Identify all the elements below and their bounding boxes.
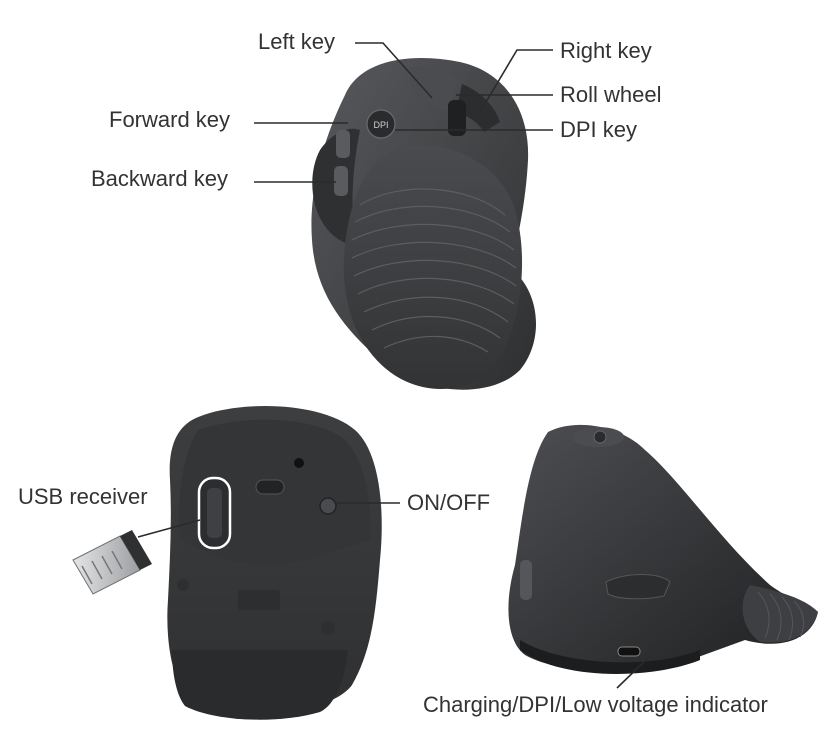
right-key-button <box>456 84 500 132</box>
leader-right-key <box>479 49 553 113</box>
mouse-palm-rest <box>343 145 523 390</box>
side-base <box>520 640 700 674</box>
reset-hole <box>294 458 304 468</box>
roll-wheel <box>448 100 466 136</box>
mouse-side-body <box>508 424 818 672</box>
usb-contacts <box>81 550 123 585</box>
label-charging-indicator: Charging/DPI/Low voltage indicator <box>423 692 768 717</box>
backward-key-button <box>334 166 348 196</box>
usb-receiver <box>72 530 152 595</box>
label-roll-wheel: Roll wheel <box>560 82 662 107</box>
on-off-switch <box>319 497 337 515</box>
label-usb-receiver: USB receiver <box>18 484 148 509</box>
bottom-foot-right <box>321 621 335 635</box>
bottom-foot-left <box>177 579 189 591</box>
texture-ridges <box>351 188 517 353</box>
leader-charging <box>616 655 651 689</box>
label-left-key: Left key <box>258 29 336 54</box>
label-dpi-key: DPI key <box>560 117 638 142</box>
side-texture-ridges <box>757 591 805 641</box>
forward-key-button <box>336 130 350 158</box>
mouse-top-view <box>311 58 537 390</box>
leader-lines <box>137 42 651 689</box>
label-forward-key: Forward key <box>109 107 231 132</box>
sensor-lens <box>255 479 285 495</box>
dpi-button-text: DPI <box>373 120 388 130</box>
label-right-key: Right key <box>560 38 652 63</box>
mouse-bottom-view <box>167 406 382 720</box>
left-key-button <box>410 65 458 112</box>
receiver-slot-inner <box>207 488 222 538</box>
label-backward-key: Backward key <box>91 166 228 191</box>
side-forward-button <box>520 560 532 600</box>
dpi-button <box>366 109 396 139</box>
mouse-side-view <box>508 424 818 674</box>
bottom-foot-pad <box>172 650 348 720</box>
side-thumb-button <box>605 574 671 600</box>
leader-usb-receiver <box>137 519 201 538</box>
label-on-off: ON/OFF <box>407 490 491 515</box>
bottom-latch <box>238 590 280 610</box>
leader-left-key <box>355 42 433 99</box>
charging-port <box>617 646 641 657</box>
side-dpi-button <box>593 430 607 444</box>
